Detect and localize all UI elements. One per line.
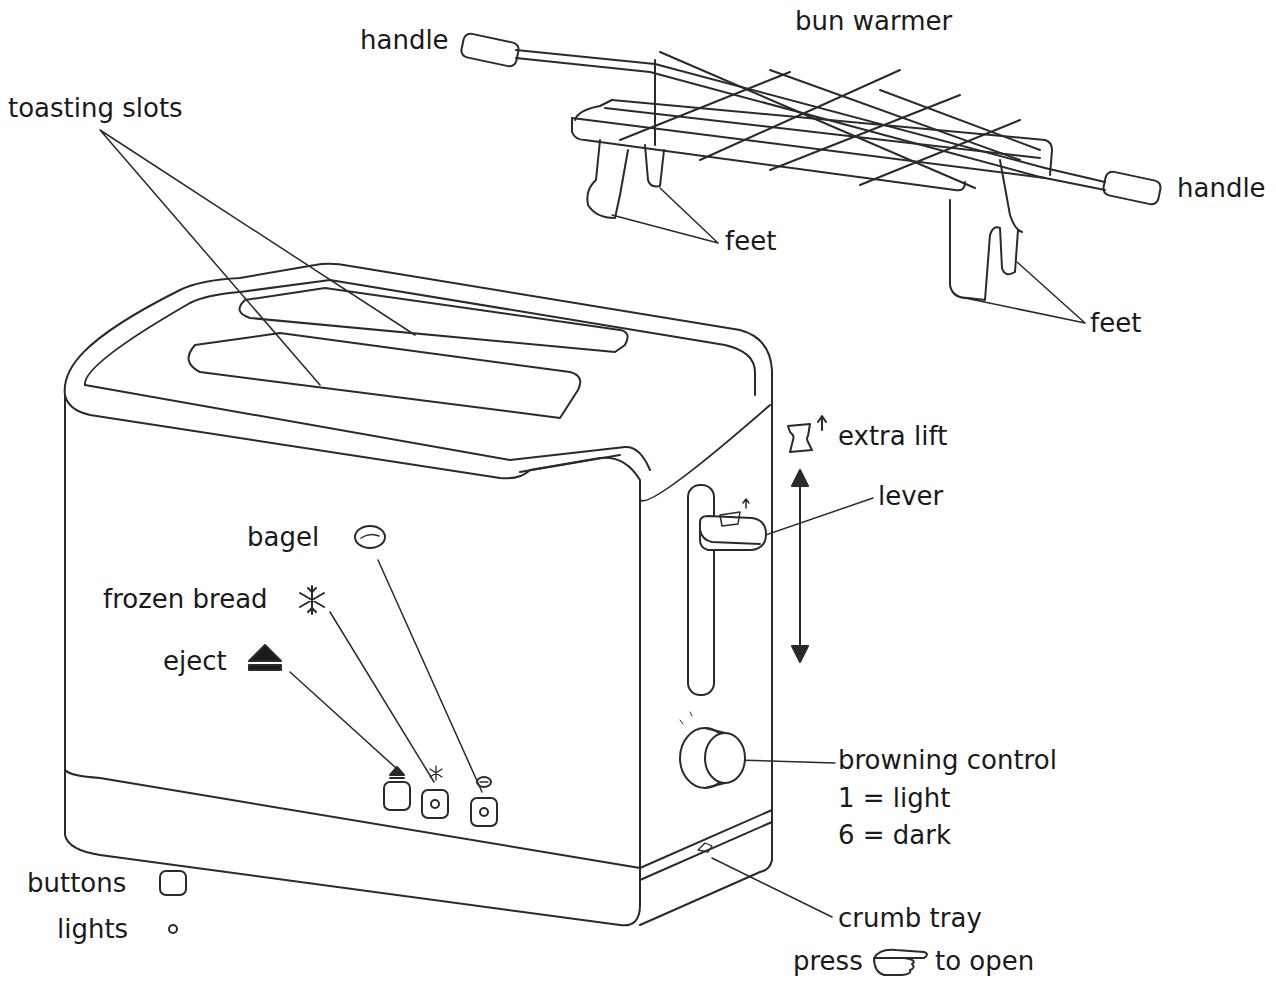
leader-lines [760,498,873,537]
legend-samples [160,871,186,933]
part-label: 1 = light [838,783,950,813]
bun-warmer [460,32,520,67]
part-label: handle [360,25,449,55]
bun-warmer [575,100,612,120]
toaster-body [640,405,772,925]
legend-samples [160,871,186,895]
bun-warmer [612,100,1052,175]
symbols [249,526,712,852]
toaster-body [65,264,772,405]
extra-lift-icon [788,424,812,452]
legend-samples [169,925,177,933]
lever-slot [700,530,760,544]
bun-warmer [516,50,655,72]
legend-text: buttons [27,868,126,898]
part-label: press [793,946,863,976]
part-label: frozen bread [103,584,268,614]
buttons [430,766,442,780]
toaster-body [240,288,628,352]
buttons [384,766,497,826]
part-label: toasting slots [8,93,183,123]
toaster-body [65,770,772,868]
bun-warmer [950,200,1018,300]
symbols [249,665,281,670]
part-label: feet [1090,308,1141,338]
bun-warmer [620,70,1020,185]
leader-lines [712,858,832,917]
double-arrow [799,472,801,660]
leader-lines [100,130,1085,917]
browning-knob [680,712,692,724]
part-label: 6 = dark [838,820,951,850]
bun-warmer [1000,160,1022,232]
bun-warmer [460,32,1162,300]
leader-lines [965,262,1085,323]
symbols [698,843,712,852]
buttons [471,798,497,826]
part-label: to open [935,946,1034,976]
bun-warmer [1102,170,1162,205]
part-label: handle [1177,173,1266,203]
part-label: lever [878,481,943,511]
lever-slot [688,485,766,695]
lever-slot [720,499,749,526]
part-label: feet [725,226,776,256]
browning-knob [680,712,745,788]
symbols [300,586,324,614]
buttons [390,767,404,778]
part-label: crumb tray [838,903,982,933]
leader-lines [100,130,415,385]
buttons [384,782,410,810]
hand-icon [874,950,927,975]
hand-icon [874,950,927,975]
toaster-body [640,822,772,880]
symbols [355,526,385,548]
toaster-body [85,280,755,395]
bun-warmer [654,60,656,145]
buttons [422,790,448,818]
bun-warmer [587,140,628,218]
legend-text: lights [57,914,128,944]
toaster-body [85,385,650,470]
part-label: eject [163,646,227,676]
toaster-body [65,395,770,501]
part-label: bun warmer [795,6,952,36]
toaster-body [189,333,581,418]
buttons [480,808,488,816]
double-arrow [792,470,808,662]
toaster-body [65,395,640,925]
bun-warmer [650,72,1040,177]
browning-knob [705,733,745,783]
extra-lift-icon [818,416,826,430]
part-label: browning control [838,745,1057,775]
lever-slot [700,516,766,550]
symbols [249,645,281,661]
buttons [431,800,439,808]
leader-lines [330,612,434,782]
buttons [477,777,491,787]
buttons [480,781,488,782]
bun-warmer [660,52,1040,188]
part-label: extra lift [838,421,947,451]
part-label: bagel [247,522,319,552]
leader-lines [735,760,835,763]
leader-lines [378,560,482,792]
bun-warmer [645,145,664,186]
toaster-body [65,264,772,926]
extra-lift-icon [788,416,826,452]
leader-lines [612,188,718,243]
symbols [361,534,379,538]
browning-knob [705,728,725,788]
leader-lines [290,672,396,768]
double-arrow [792,470,808,662]
